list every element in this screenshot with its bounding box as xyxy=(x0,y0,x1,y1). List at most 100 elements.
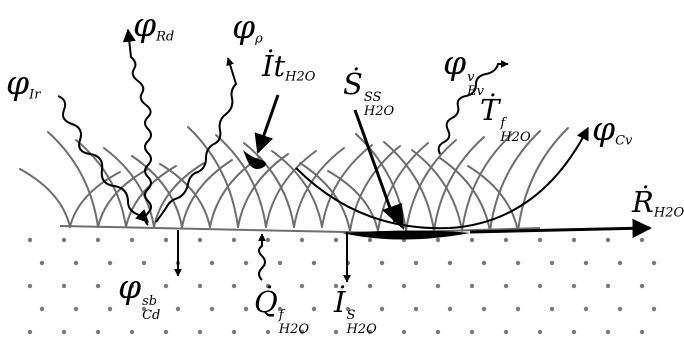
soil-dot-icon xyxy=(39,260,45,266)
soil-dot-icon xyxy=(265,237,271,243)
grass-stroke-icon xyxy=(125,165,177,228)
soil-dot-icon xyxy=(345,306,351,312)
soil-dot-icon xyxy=(617,260,623,266)
grass-stroke-icon xyxy=(271,150,323,228)
grass-stroke-icon xyxy=(75,139,127,228)
label-phi-rd: φRd xyxy=(133,5,175,45)
grass-stroke-icon xyxy=(243,142,295,228)
soil-dot-icon xyxy=(197,329,203,335)
soil-dot-icon xyxy=(277,306,283,312)
soil-dot-icon xyxy=(209,260,215,266)
soil-dot-icon xyxy=(107,306,113,312)
soil-dot-icon xyxy=(503,329,509,335)
soil-dot-icon xyxy=(469,329,475,335)
soil-dot-icon xyxy=(583,260,589,266)
soil-dot-icon xyxy=(129,329,135,335)
throughfall-arrow-head xyxy=(382,203,404,230)
soil-dot-icon xyxy=(95,283,101,289)
soil-dot-icon xyxy=(537,283,543,289)
label-r-h2o: ṘH2O xyxy=(632,185,684,221)
soil-dot-icon xyxy=(549,306,555,312)
soil-dot-icon xyxy=(379,306,385,312)
soil-dot-icon xyxy=(571,237,577,243)
soil-dot-icon xyxy=(549,260,555,266)
interception-arrow xyxy=(254,94,280,154)
soil-dot-icon xyxy=(163,329,169,335)
soil-dot-icon xyxy=(401,283,407,289)
ground-surface-line xyxy=(59,225,541,235)
soil-dot-icon xyxy=(243,260,249,266)
grass-stroke-icon xyxy=(215,134,267,228)
grass-stroke-icon xyxy=(97,168,149,228)
soil-dot-icon xyxy=(163,283,169,289)
grass-stroke-icon xyxy=(159,163,211,228)
grass-stroke-icon xyxy=(187,126,239,228)
grass-stroke-icon xyxy=(355,133,407,232)
soil-dot-icon xyxy=(277,260,283,266)
soil-dot-icon xyxy=(651,306,657,312)
soil-dot-icon xyxy=(73,260,79,266)
grass-stroke-icon xyxy=(321,144,373,228)
soil-dot-icon xyxy=(39,306,45,312)
soil-dot-icon xyxy=(379,260,385,266)
soil-dot-icon xyxy=(367,283,373,289)
soil-dot-icon xyxy=(503,237,509,243)
canopy-vegetation xyxy=(19,126,569,232)
soil-dot-icon xyxy=(333,237,339,243)
soil-dot-icon xyxy=(639,283,645,289)
grass-stroke-icon xyxy=(131,155,183,228)
soil-dot-icon xyxy=(367,329,373,335)
soil-dot-icon xyxy=(537,237,543,243)
soil-dot-icon xyxy=(243,306,249,312)
soil-dot-icon xyxy=(197,237,203,243)
surface-water-film xyxy=(342,230,470,240)
grass-stroke-icon xyxy=(405,139,457,232)
soil-dot-icon xyxy=(311,306,317,312)
droplet-icon xyxy=(243,150,266,169)
soil-dot-icon xyxy=(61,237,67,243)
grass-stroke-icon xyxy=(69,171,121,228)
soil-dot-icon xyxy=(107,260,113,266)
soil-dots xyxy=(27,237,657,335)
soil-dot-icon xyxy=(333,329,339,335)
runoff-arrow xyxy=(469,218,652,239)
label-it-h2o: İtH2O xyxy=(262,49,316,85)
grass-stroke-icon xyxy=(181,159,233,228)
grass-stroke-icon xyxy=(293,147,345,228)
soil-dot-icon xyxy=(27,283,33,289)
grass-stroke-icon xyxy=(19,168,71,228)
grass-stroke-icon xyxy=(103,147,155,228)
soil-dot-icon xyxy=(209,306,215,312)
soil-dot-icon xyxy=(481,306,487,312)
soil-dot-icon xyxy=(231,237,237,243)
soil-dot-icon xyxy=(651,260,657,266)
soil-dot-icon xyxy=(435,329,441,335)
soil-dot-icon xyxy=(129,237,135,243)
soil-dot-icon xyxy=(639,329,645,335)
soil-dot-icon xyxy=(515,306,521,312)
soil-dot-icon xyxy=(367,237,373,243)
soil-dot-icon xyxy=(435,237,441,243)
soil-dot-icon xyxy=(299,283,305,289)
soil-dot-icon xyxy=(413,260,419,266)
soil-dot-icon xyxy=(129,283,135,289)
soil-dot-icon xyxy=(61,283,67,289)
soil-dot-icon xyxy=(571,283,577,289)
grass-stroke-icon xyxy=(265,150,317,228)
grass-stroke-icon xyxy=(461,133,513,232)
soil-dot-icon xyxy=(639,237,645,243)
soil-dot-icon xyxy=(515,260,521,266)
soil-dot-icon xyxy=(413,306,419,312)
soil-dot-icon xyxy=(27,329,33,335)
soil-dot-icon xyxy=(95,329,101,335)
soil-dot-icon xyxy=(447,306,453,312)
soil-dot-icon xyxy=(447,260,453,266)
label-phi-rho: φρ xyxy=(232,7,263,47)
grass-stroke-icon xyxy=(299,162,351,232)
evaporation-arrow xyxy=(437,60,509,155)
grass-stroke-icon xyxy=(47,131,99,228)
